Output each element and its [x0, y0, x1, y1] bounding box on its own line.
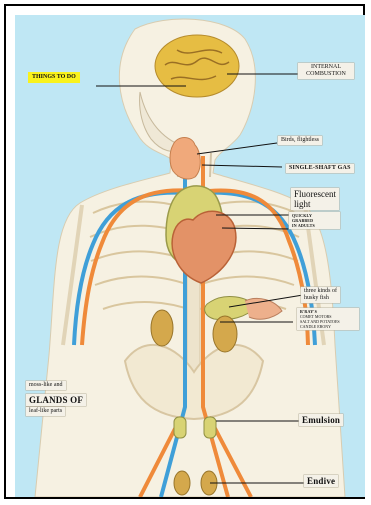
combustion-line: COMBUSTION — [301, 71, 351, 78]
fluorescent-line: Fluorescent — [294, 189, 336, 199]
single-shaft-gas-label: SINGLE-SHAFT GAS — [286, 164, 354, 173]
emulsion-label: Emulsion — [299, 414, 343, 426]
three-kinds-label: three kinds of husky fish — [301, 287, 340, 303]
internal-combustion-label: INTERNAL COMBUSTION — [298, 63, 354, 79]
fluorescent-light-label: Fluorescent light — [291, 188, 339, 210]
adults-line: IN ADULTS — [292, 223, 337, 228]
leaf-like-label: leaf-like parts — [26, 407, 65, 416]
things-to-do-label: THINGS TO DO — [28, 72, 80, 83]
glands-of-label: GLANDS OF — [26, 394, 86, 406]
candle-line: CANDLE EBONY — [300, 324, 356, 329]
endive-label: Endive — [304, 475, 338, 487]
moss-like-label: moss-like and — [26, 381, 66, 390]
right-kidney — [213, 316, 237, 352]
right-gonad — [204, 417, 216, 438]
left-kidney — [151, 310, 173, 346]
three-kinds-line: three kinds of — [304, 288, 337, 295]
ray-notes-label: R'RAY'S COMET MOTORS SALT AND POTATOES C… — [297, 308, 359, 330]
poster-frame: THINGS TO DO INTERNAL COMBUSTION Birds, … — [4, 4, 365, 499]
husky-fish-line: husky fish — [304, 295, 337, 302]
birds-flightless-label: Birds, flightless — [278, 136, 322, 145]
brain — [155, 35, 239, 97]
quickly-grabbed-label: QUICKLY GRABBED IN ADULTS — [289, 212, 340, 229]
light-line: light — [294, 199, 336, 209]
left-lower-gland — [174, 471, 190, 495]
internal-line: INTERNAL — [301, 64, 351, 71]
left-gonad — [174, 417, 186, 438]
